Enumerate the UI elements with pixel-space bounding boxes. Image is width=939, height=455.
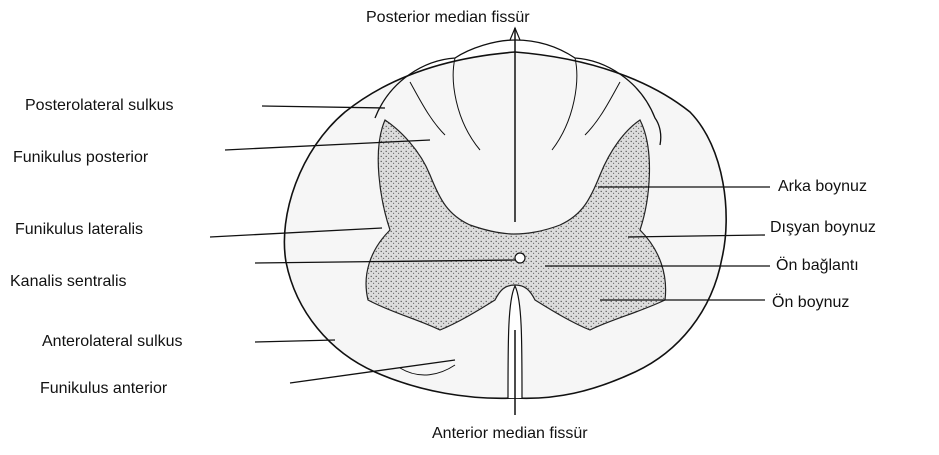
- label-funiculus-anterior: Funikulus anterior: [40, 381, 167, 397]
- spinal-cord-outline: [284, 52, 726, 398]
- label-funiculus-posterior: Funikulus posterior: [13, 150, 148, 166]
- label-on-baglanti: Ön bağlantı: [776, 258, 859, 274]
- label-funiculus-lateralis: Funikulus lateralis: [15, 222, 143, 238]
- label-arka-boynuz: Arka boynuz: [778, 179, 867, 195]
- label-anterior-median-fissure: Anterior median fissür: [432, 426, 588, 442]
- label-canalis-centralis: Kanalis sentralis: [10, 274, 127, 290]
- leader-anterolateral: [255, 340, 335, 342]
- label-posterior-median-fissure: Posterior median fissür: [366, 10, 530, 26]
- central-canal: [515, 253, 525, 263]
- label-on-boynuz: Ön boynuz: [772, 295, 849, 311]
- label-posterolateral-sulcus: Posterolateral sulkus: [25, 98, 174, 114]
- label-anterolateral-sulcus: Anterolateral sulkus: [42, 334, 183, 350]
- label-disyan-boynuz: Dışyan boynuz: [770, 220, 876, 236]
